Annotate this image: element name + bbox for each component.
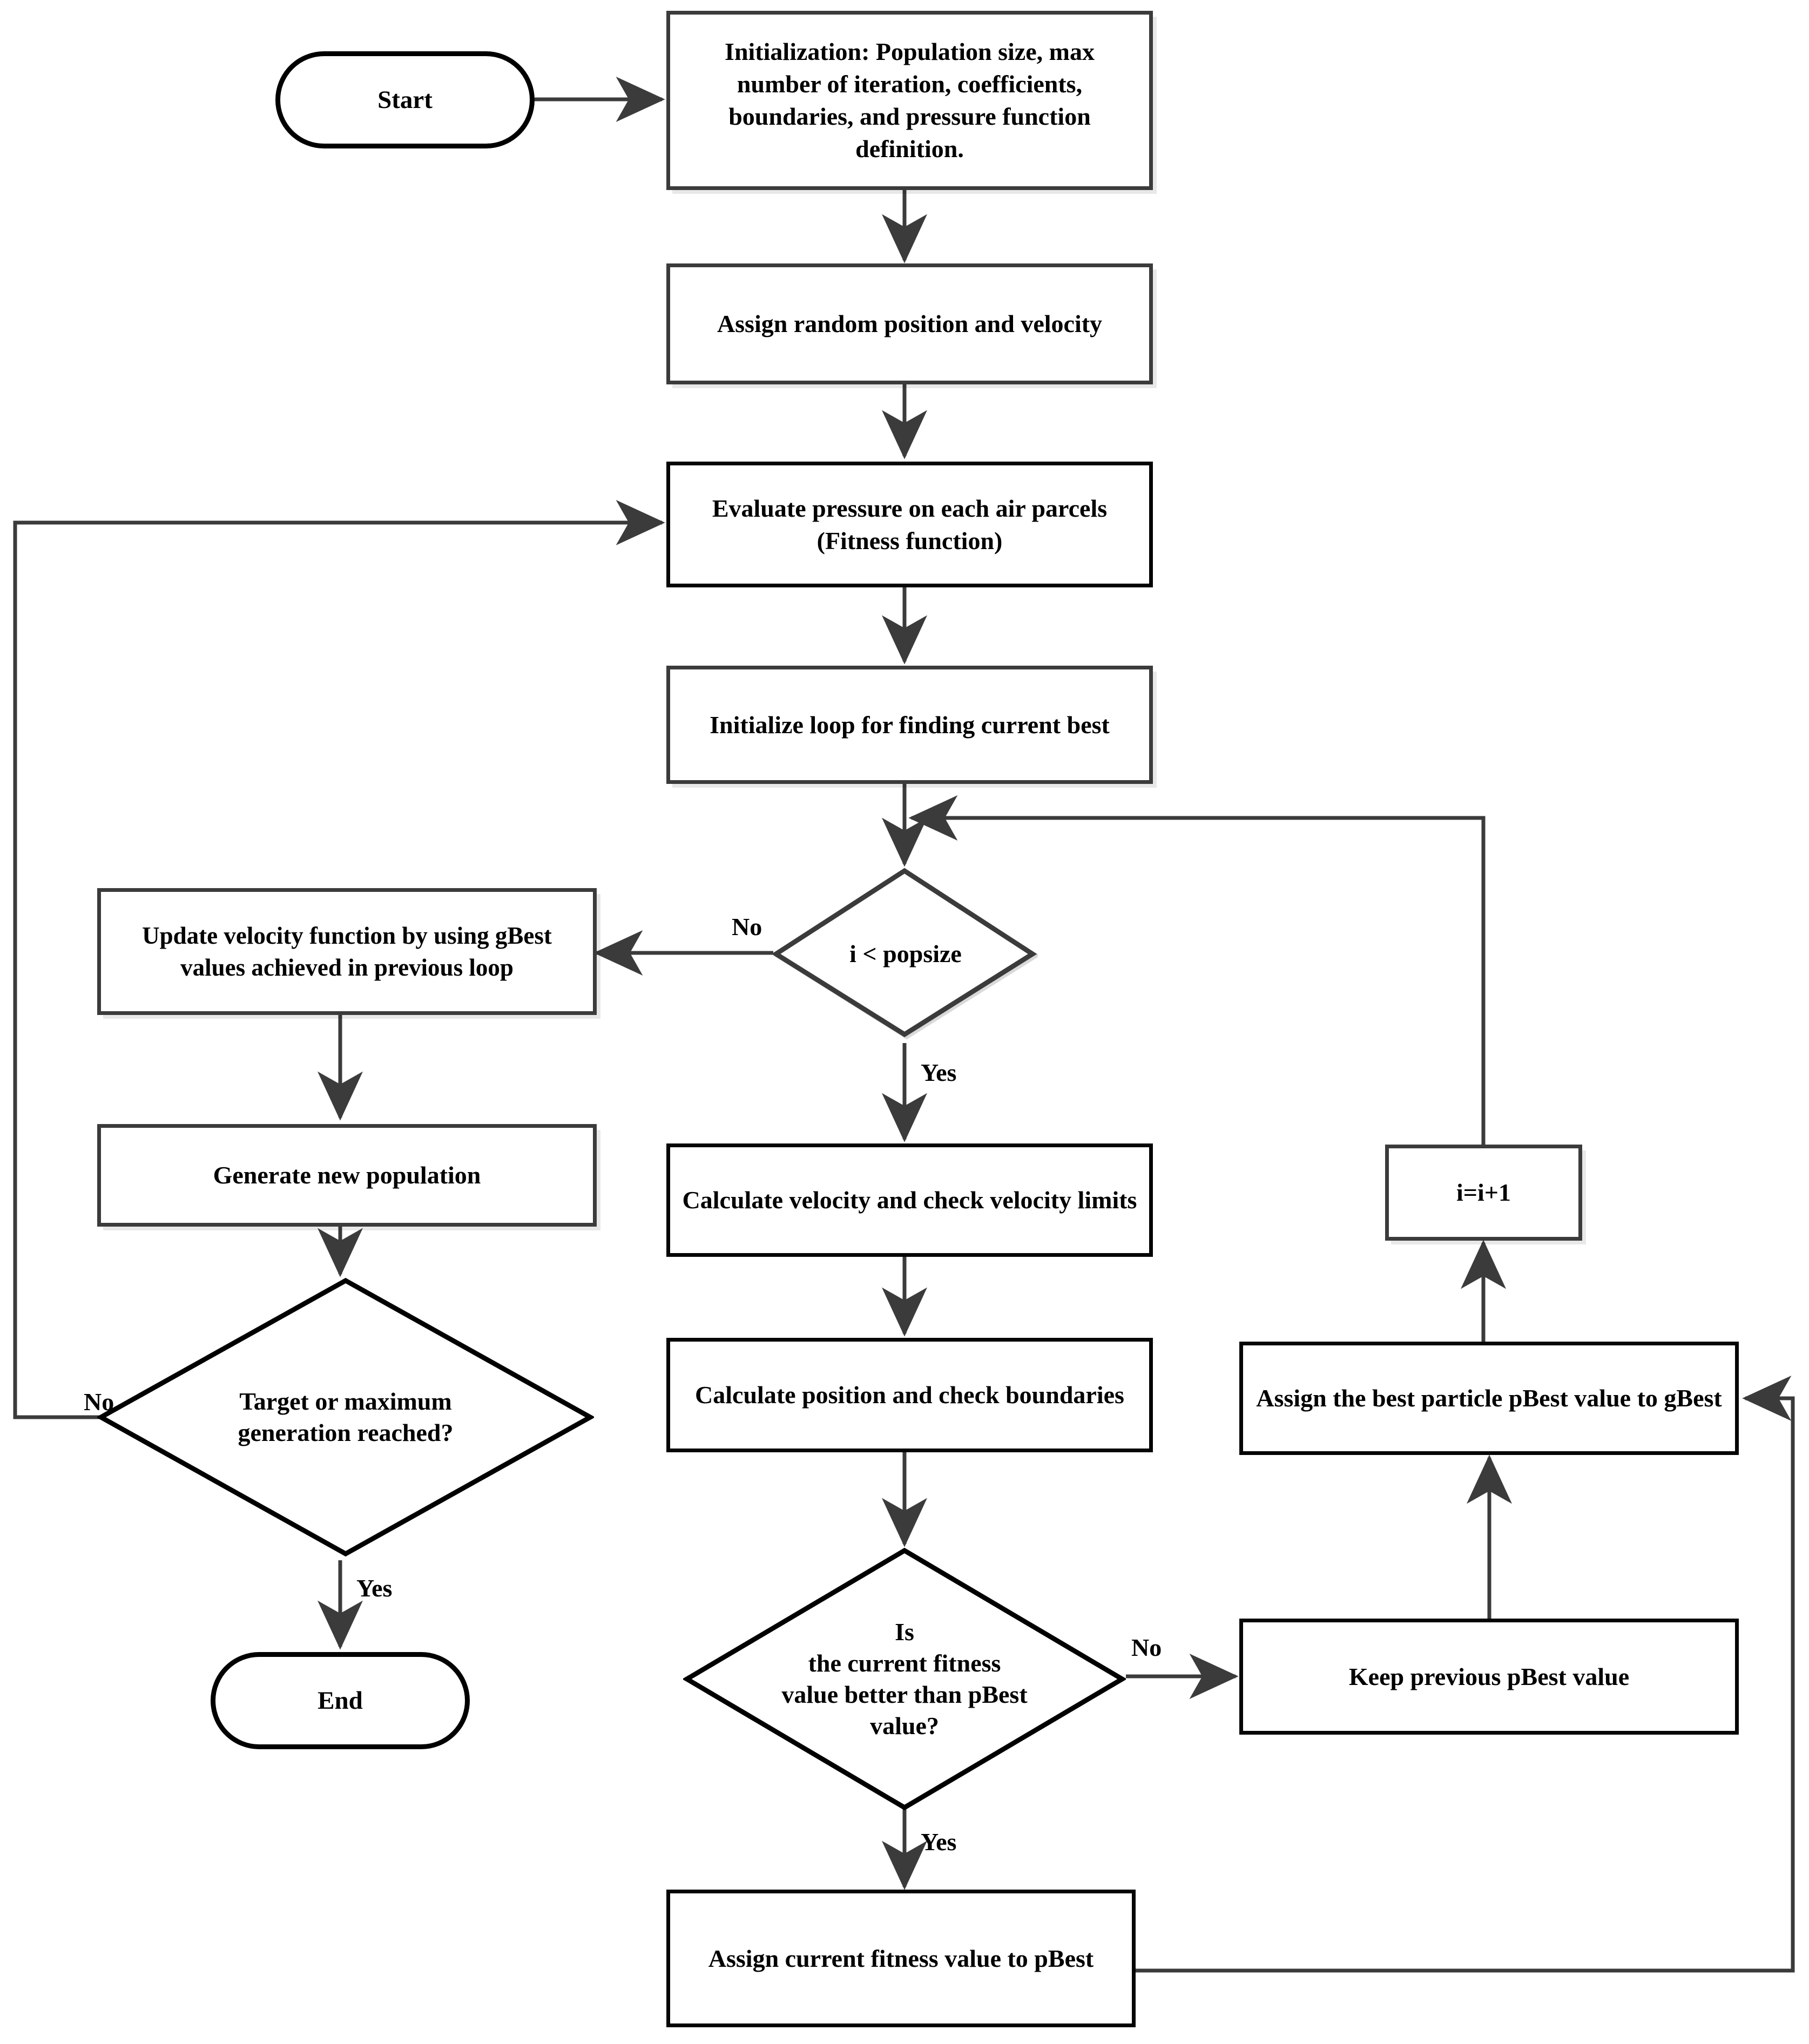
node-calculate-position-label: Calculate position and check boundaries: [695, 1381, 1124, 1409]
node-assign-random-position-label: Assign random position and velocity: [717, 310, 1103, 338]
node-generate-new-population[interactable]: Generate new population: [97, 1124, 597, 1227]
edge-label-target-no: No: [84, 1388, 114, 1416]
node-initialization[interactable]: Initialization: Population size, max num…: [666, 11, 1153, 190]
node-generate-new-population-label: Generate new population: [213, 1161, 481, 1189]
edge-label-fitness-no: No: [1131, 1634, 1162, 1661]
node-end-label: End: [318, 1687, 363, 1715]
diamond-shape-fitness-better: [683, 1547, 1126, 1811]
node-initialization-label: Initialization: Population size, max num…: [725, 38, 1095, 163]
node-decision-i-lt-popsize[interactable]: i < popsize: [773, 868, 1038, 1040]
node-assign-random-position[interactable]: Assign random position and velocity: [666, 263, 1153, 384]
node-update-velocity-function[interactable]: Update velocity function by using gBest …: [97, 888, 597, 1015]
node-keep-previous-pbest[interactable]: Keep previous pBest value: [1239, 1619, 1739, 1735]
node-start-label: Start: [377, 86, 433, 114]
edge-label-popsize-no: No: [732, 913, 762, 940]
node-evaluate-pressure[interactable]: Evaluate pressure on each air parcels (F…: [666, 462, 1153, 587]
node-calculate-velocity-label: Calculate velocity and check velocity li…: [682, 1186, 1137, 1214]
edge-label-target-yes: Yes: [356, 1574, 393, 1602]
node-decision-i-lt-popsize-label: i < popsize: [849, 940, 962, 968]
node-evaluate-pressure-label: Evaluate pressure on each air parcels (F…: [712, 494, 1108, 554]
node-end[interactable]: End: [211, 1652, 470, 1749]
node-start[interactable]: Start: [275, 51, 535, 148]
node-decision-target-reached-label: Target or maximum generation reached?: [238, 1388, 454, 1446]
node-assign-gbest-label: Assign the best particle pBest value to …: [1256, 1384, 1722, 1412]
edge-label-fitness-yes: Yes: [921, 1828, 957, 1856]
node-update-velocity-function-label: Update velocity function by using gBest …: [142, 922, 552, 981]
node-assign-gbest[interactable]: Assign the best particle pBest value to …: [1239, 1342, 1739, 1455]
edge-label-popsize-yes: Yes: [921, 1059, 957, 1086]
node-decision-fitness-better[interactable]: Is the current fitness value better than…: [683, 1547, 1126, 1811]
node-assign-current-fitness-to-pbest[interactable]: Assign current fitness value to pBest: [666, 1890, 1136, 2027]
node-keep-previous-pbest-label: Keep previous pBest value: [1348, 1662, 1630, 1690]
node-initialize-loop[interactable]: Initialize loop for finding current best: [666, 666, 1153, 784]
node-initialize-loop-label: Initialize loop for finding current best: [710, 710, 1110, 739]
node-decision-target-reached[interactable]: Target or maximum generation reached?: [97, 1277, 594, 1558]
node-increment-i[interactable]: i=i+1: [1385, 1145, 1582, 1241]
node-calculate-velocity[interactable]: Calculate velocity and check velocity li…: [666, 1143, 1153, 1257]
node-assign-current-fitness-to-pbest-label: Assign current fitness value to pBest: [708, 1944, 1094, 1972]
node-calculate-position[interactable]: Calculate position and check boundaries: [666, 1338, 1153, 1452]
node-increment-i-label: i=i+1: [1456, 1179, 1511, 1207]
node-decision-fitness-better-label: Is the current fitness value better than…: [781, 1618, 1028, 1740]
